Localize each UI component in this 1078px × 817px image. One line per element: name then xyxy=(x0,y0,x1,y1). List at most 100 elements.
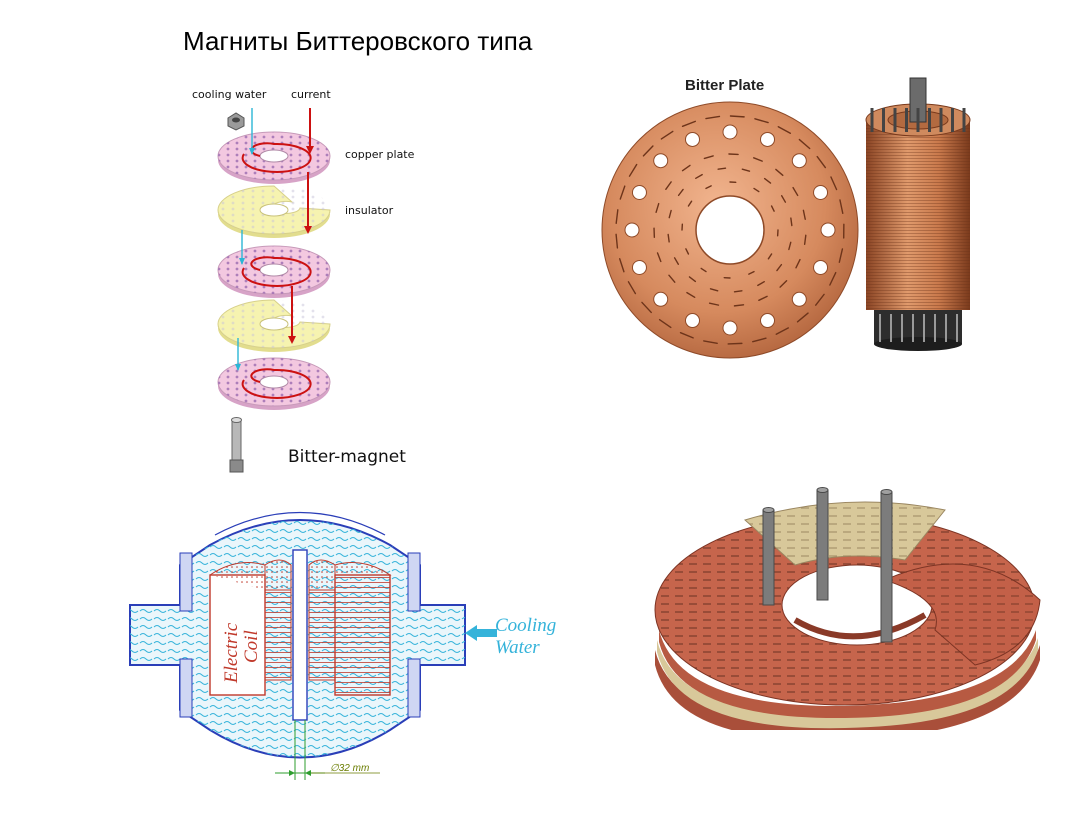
plate-slot xyxy=(777,126,792,134)
tie-rod-end xyxy=(816,487,829,493)
cooling-water-arrow: Cooling Water xyxy=(465,615,556,658)
plate-slot xyxy=(619,185,626,200)
electric-coil xyxy=(209,559,392,696)
label-insulator: insulator xyxy=(345,204,394,217)
cross-section-drawing: ∅32 mm Electric Coil Cooling Water xyxy=(125,495,590,790)
label-electric: Electric xyxy=(221,622,242,684)
plate-slot xyxy=(753,187,760,193)
plate-slot xyxy=(673,257,680,265)
bolt-icon xyxy=(229,417,244,473)
plate-slot xyxy=(665,181,672,190)
plate-slot xyxy=(798,138,811,150)
label-coil: Coil xyxy=(241,630,262,663)
plate-slot xyxy=(695,173,703,180)
copper-plate-3 xyxy=(217,357,331,410)
plate-slot xyxy=(754,118,769,124)
plate-slot xyxy=(779,280,788,288)
plate-slot xyxy=(727,342,743,345)
plate-cooling-hole xyxy=(631,184,647,200)
insulator-wedge xyxy=(744,501,946,566)
label-water: Water xyxy=(495,637,540,658)
plate-slot xyxy=(829,271,837,286)
plate-slot xyxy=(758,295,768,302)
plate-slot xyxy=(668,274,676,283)
plate-cooling-hole xyxy=(653,153,669,169)
plate-slot xyxy=(748,270,755,275)
plate-slot xyxy=(741,168,751,172)
plate-slot xyxy=(709,288,719,292)
insulator-2 xyxy=(217,299,331,352)
bitter-plate-disc xyxy=(601,101,859,359)
plate-slot xyxy=(717,167,727,170)
plate-cooling-hole xyxy=(813,184,829,200)
plate-slot xyxy=(838,248,844,263)
plate-cooling-hole xyxy=(791,291,807,307)
plate-slot xyxy=(642,145,654,157)
plate-slot xyxy=(641,301,652,314)
label-bitter-plate: Bitter Plate xyxy=(685,77,764,94)
plate-slot xyxy=(733,304,745,307)
plate-slot xyxy=(763,177,772,184)
stacked-plates-render xyxy=(645,480,1055,730)
plate-slot xyxy=(795,258,801,269)
plate-cooling-hole xyxy=(684,313,700,329)
tie-rod-end xyxy=(880,489,893,495)
plate-slot xyxy=(757,280,765,287)
plate-slot xyxy=(792,186,799,197)
plate-slot xyxy=(802,209,806,220)
plate-cooling-hole xyxy=(791,153,807,169)
plate-slot xyxy=(681,120,697,128)
plate-slot xyxy=(839,199,844,215)
plate-slot xyxy=(618,258,625,273)
plate-slot xyxy=(788,241,792,251)
plate-slot xyxy=(816,155,827,169)
label-cooling-water: cooling water xyxy=(192,88,267,101)
plate-slot xyxy=(687,200,693,207)
plate-slot xyxy=(775,327,790,335)
plate-slot xyxy=(686,291,696,299)
plate-slot xyxy=(658,318,672,329)
plate-cooling-hole xyxy=(722,124,738,140)
tie-rod xyxy=(762,509,775,606)
plate-slot xyxy=(815,293,825,306)
tie-rod xyxy=(880,491,893,643)
cooling-water-path xyxy=(235,108,255,371)
caption-bitter-magnet: Bitter-magnet xyxy=(288,447,406,467)
plate-slot xyxy=(685,248,690,255)
label-copper-plate: copper plate xyxy=(345,148,415,161)
insulator-1 xyxy=(217,185,331,238)
plate-slot xyxy=(703,340,718,344)
plate-slot xyxy=(668,209,672,219)
plate-slot xyxy=(628,163,638,177)
plate-slot xyxy=(733,290,743,293)
plate-slot xyxy=(627,281,637,295)
plate-slot xyxy=(700,267,707,273)
plate-cooling-hole xyxy=(820,222,836,238)
assembled-magnet xyxy=(865,77,971,351)
plate-slot xyxy=(615,233,619,249)
plate-slot xyxy=(796,312,809,323)
plate-cooling-hole xyxy=(631,260,647,276)
plate-cooling-hole xyxy=(722,320,738,336)
plate-slot xyxy=(677,188,684,197)
plate-slot xyxy=(655,202,660,214)
plate-cooling-hole xyxy=(653,291,669,307)
plate-cooling-hole xyxy=(760,313,776,329)
plate-slot xyxy=(656,252,662,263)
current-path xyxy=(288,108,314,344)
plate-cooling-hole xyxy=(624,222,640,238)
plate-slot xyxy=(803,234,807,246)
plate-slot xyxy=(705,115,721,120)
plate-slot xyxy=(776,263,783,272)
plate-slot xyxy=(660,130,674,140)
plate-slot xyxy=(681,164,691,172)
dimension-label: ∅32 mm xyxy=(330,763,369,774)
plate-slot xyxy=(705,185,712,190)
plate-slot xyxy=(752,337,767,343)
nut-icon xyxy=(227,112,245,131)
plate-slot xyxy=(679,331,694,339)
tie-rod-end xyxy=(762,507,775,513)
plate-slot xyxy=(688,276,697,283)
tie-rod xyxy=(816,489,829,601)
plate-slot xyxy=(753,157,763,162)
